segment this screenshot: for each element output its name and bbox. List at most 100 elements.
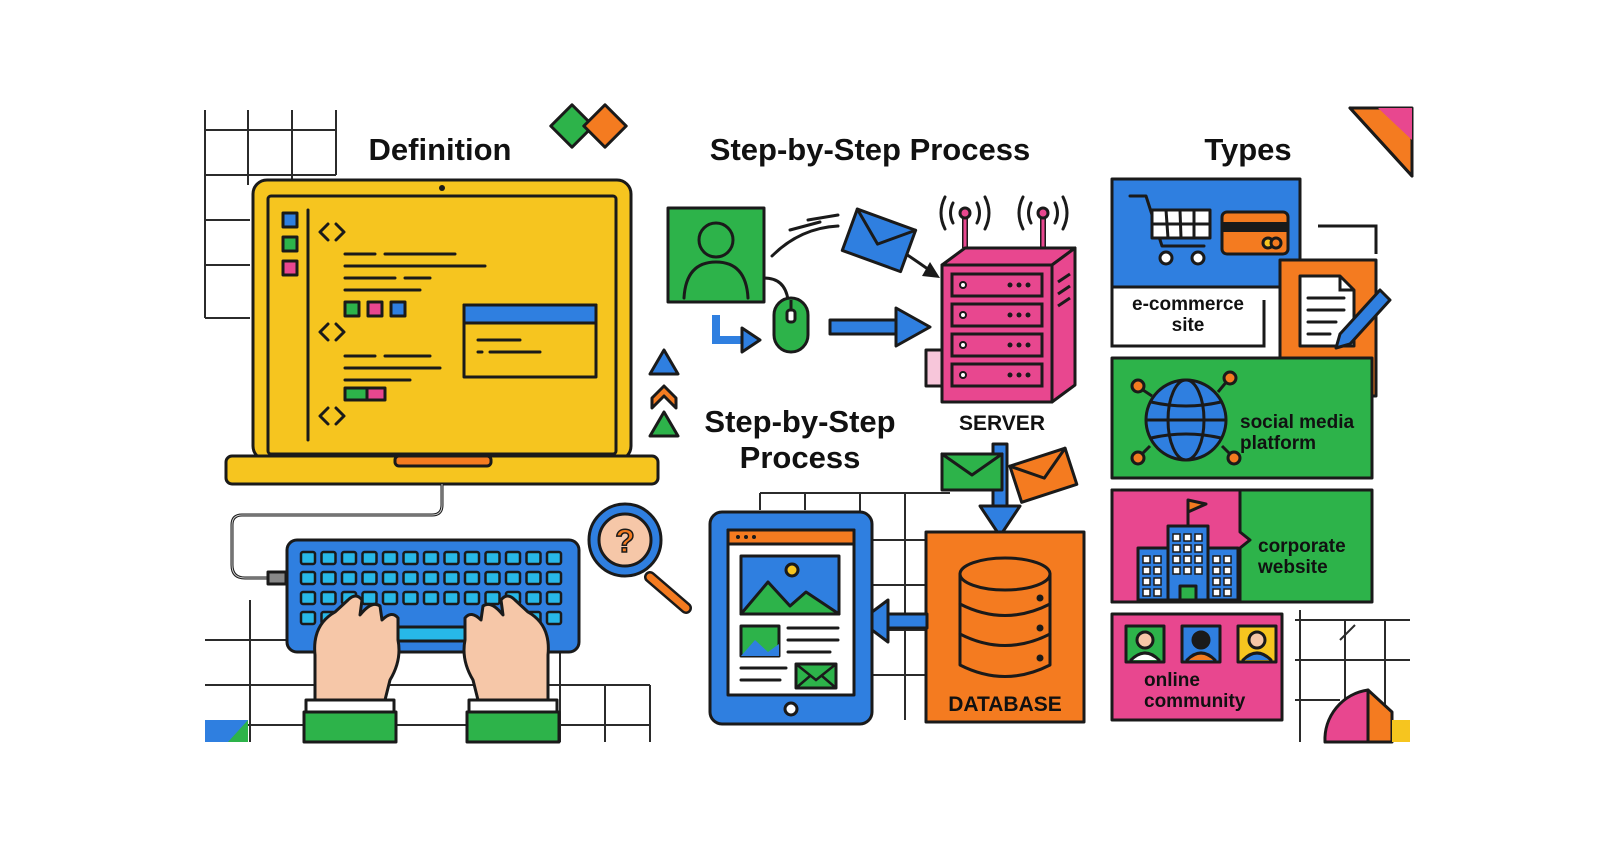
- keyboard-key: [463, 550, 481, 566]
- keyboard-key: [402, 550, 419, 566]
- keyboard-key: [361, 550, 378, 566]
- keyboard-key: [484, 590, 501, 606]
- keyboard-key: [299, 570, 317, 586]
- building-window: [1223, 566, 1232, 575]
- heading-step-by-step-process-secondary-line1: Step-by-Step: [704, 404, 895, 439]
- background-grid-left: [204, 110, 337, 319]
- decorative-corner-bottom-left: [205, 720, 248, 742]
- server-led: [1007, 282, 1013, 288]
- laptop-icon: [224, 178, 660, 486]
- keyboard-key: [545, 590, 563, 606]
- server-slot: [950, 302, 1044, 328]
- keyboard-key: [340, 570, 358, 586]
- pen-icon: [1334, 288, 1392, 350]
- heading-types: Types: [1204, 132, 1291, 167]
- arrow-to-server: [828, 306, 932, 348]
- keyboard-key: [525, 590, 542, 606]
- server-led: [959, 371, 967, 379]
- server-slot: [950, 332, 1044, 358]
- server-label: SERVER: [959, 412, 1045, 435]
- decorative-corner-top-right: [1348, 106, 1414, 178]
- server-led: [1007, 312, 1013, 318]
- envelope-icon-orange: [1008, 446, 1079, 504]
- server-slot: [950, 272, 1044, 298]
- server-led: [1025, 312, 1031, 318]
- hands-icon: [302, 594, 561, 744]
- type-ecommerce-label-line1: e-commerce: [1132, 294, 1244, 315]
- type-corporate-label-line2: website: [1257, 557, 1328, 578]
- server-icon: [924, 195, 1077, 404]
- building-window: [1153, 588, 1162, 597]
- keyboard-key: [361, 570, 378, 586]
- building-window: [1212, 588, 1221, 597]
- shopping-cart-icon: [1128, 194, 1212, 266]
- type-online-community-label-line2: community: [1144, 691, 1246, 712]
- envelope-icon-green: [940, 452, 1004, 492]
- building-window: [1142, 577, 1151, 586]
- tablet-icon: [708, 510, 874, 726]
- database-label: DATABASE: [948, 693, 1062, 716]
- keyboard-key: [504, 570, 522, 586]
- globe-network-icon: [1130, 370, 1242, 466]
- building-window: [1223, 555, 1232, 564]
- building-window: [1172, 555, 1181, 564]
- keyboard-key: [545, 610, 563, 626]
- building-window: [1153, 555, 1162, 564]
- keyboard-key: [525, 570, 542, 586]
- keyboard-key: [402, 590, 419, 606]
- server-led: [1007, 342, 1013, 348]
- building-window: [1183, 533, 1192, 542]
- server-led: [959, 311, 967, 319]
- keyboard-key: [299, 550, 317, 566]
- keyboard-key: [443, 590, 460, 606]
- keyboard-key: [463, 590, 481, 606]
- building-window: [1142, 555, 1151, 564]
- server-led: [1007, 372, 1013, 378]
- heading-step-by-step-process: Step-by-Step Process: [710, 132, 1030, 167]
- building-window: [1194, 533, 1203, 542]
- building-window: [1172, 533, 1181, 542]
- keyboard-key: [299, 610, 317, 626]
- server-led: [1016, 282, 1022, 288]
- keyboard-key: [340, 550, 358, 566]
- building-window: [1212, 555, 1221, 564]
- keyboard-key: [320, 590, 337, 606]
- keyboard-key: [402, 570, 419, 586]
- server-led: [1025, 342, 1031, 348]
- building-window: [1172, 566, 1181, 575]
- keyboard-key: [545, 570, 563, 586]
- keyboard-key: [422, 550, 440, 566]
- arrow-to-tablet: [858, 598, 929, 644]
- building-window: [1172, 544, 1181, 553]
- type-social-media-label-line2: platform: [1240, 433, 1316, 454]
- keyboard-key: [361, 590, 378, 606]
- server-led: [959, 281, 967, 289]
- mouse-cable: [763, 276, 790, 301]
- cable-plug: [266, 570, 288, 586]
- type-ecommerce-label-line2: site: [1172, 315, 1205, 336]
- server-led: [1016, 342, 1022, 348]
- building-window: [1183, 544, 1192, 553]
- server-led: [1016, 312, 1022, 318]
- keyboard-key: [525, 550, 542, 566]
- server-slot: [950, 362, 1044, 388]
- building-window: [1183, 555, 1192, 564]
- keyboard-key: [381, 590, 399, 606]
- keyboard-key: [422, 570, 440, 586]
- type-social-media-label-line1: social media: [1240, 412, 1354, 433]
- keyboard-key: [320, 570, 337, 586]
- magnifier-question-icon: ?: [587, 502, 692, 614]
- type-social-media-card: [1110, 356, 1374, 480]
- building-window: [1153, 577, 1162, 586]
- keyboard-key: [320, 550, 337, 566]
- database-icon: [924, 530, 1086, 724]
- building-window: [1212, 577, 1221, 586]
- building-window: [1142, 588, 1151, 597]
- keyboard-key: [422, 590, 440, 606]
- keyboard-key: [299, 590, 317, 606]
- arrow-stack-icon: [648, 348, 680, 438]
- type-online-community-label-line1: online: [1144, 670, 1200, 691]
- people-icon: [1124, 624, 1278, 664]
- building-window: [1223, 588, 1232, 597]
